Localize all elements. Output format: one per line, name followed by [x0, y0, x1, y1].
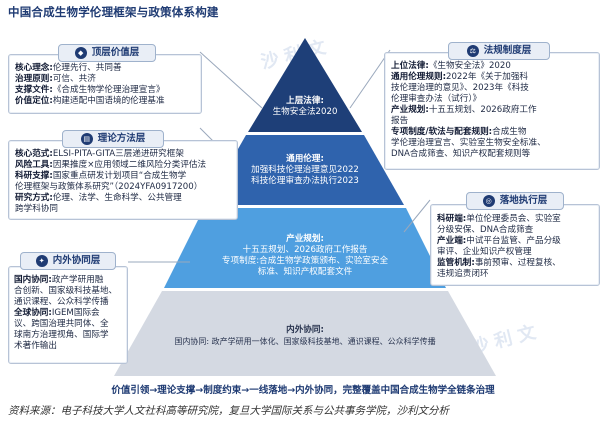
tier-middle-line: 标准、知识产权配套文件 [257, 267, 353, 277]
theory-panel-header: ▤理论方法层 [62, 130, 164, 148]
coop-item: 国内协同:政产学研用融 [14, 275, 104, 285]
theory-item: 科研支撑:国家重点研发计划项目“合成生物学 [15, 171, 187, 181]
book-icon: ▤ [80, 132, 93, 145]
law-panel: 上位法律:《生物安全法》2020 通用伦理规则:2022年《关于加强科 技伦理治… [384, 52, 600, 170]
value-item: 价值定位:构建适配中国语境的伦理基准 [15, 96, 165, 106]
tier-middle-line: 专项制度:合成生物学政策颁布、实验室安全 [221, 256, 389, 266]
impl-item: 科研端:单位伦理委员会、实验室 [437, 214, 561, 224]
impl-item: 分级安保、DNA合成筛查 [437, 225, 534, 235]
pyramid-tier-upper [206, 135, 404, 205]
tier-middle-name: 产业规划: [286, 234, 324, 244]
tier-top-label: 上层法律: 生物安全法2020 [248, 96, 362, 118]
theory-item: 跨学科协同 [15, 204, 58, 214]
page-title: 中国合成生物学伦理框架与政策体系构建 [8, 5, 219, 19]
theory-panel: 核心范式:ELSI-PITA-GITA三层递进研究框架 风险工具:因果推度×应用… [8, 140, 238, 220]
impl-item: 违规追责闭环 [437, 269, 489, 279]
law-item: 技伦理治理的意见》、2023年《科技 [391, 83, 529, 93]
pyramid-tier-middle [164, 208, 446, 288]
impl-item: 审评、企业知识产权管理 [437, 247, 532, 257]
tier-upper-line: 科技伦理审查办法执行2023 [251, 176, 359, 186]
value-item: 治理原则:可信、共济 [15, 74, 96, 84]
law-item: 伦理审查办法（试行）》 [391, 94, 482, 104]
coop-item: 合创新、国家级科技基地、 [14, 286, 118, 296]
tier-top-name: 上层法律: [286, 96, 324, 106]
coop-panel-header: ✦内外协同层 [20, 252, 116, 270]
coop-item: 通识课程、公众科学传播 [14, 297, 109, 307]
coop-item: 全球协同:IGEM国际会 [14, 308, 100, 318]
theory-item: 风险工具:因果推度×应用领域二维风险分类评估法 [15, 160, 207, 170]
impl-panel-header: ◎落地执行层 [466, 192, 564, 210]
law-item: 上位法律:《生物安全法》2020 [391, 61, 511, 71]
tier-upper-name: 通用伦理: [286, 154, 324, 164]
law-item: 产业规划:十五五规划、2026政府工作 [391, 105, 537, 115]
law-item: 报告 [391, 116, 409, 126]
tier-middle-line: 十五五规划、2026政府工作报告 [242, 245, 368, 255]
impl-item: 监管机制:事前预审、过程复核、 [437, 258, 561, 268]
law-item: 学伦理治理宣言、实验室生物安全标准、 [391, 138, 546, 148]
tier-middle-label: 产业规划: 十五五规划、2026政府工作报告 专项制度:合成生物学政策颁布、实验… [184, 234, 426, 278]
value-item: 核心理念:伦理先行、共同善 [15, 63, 122, 73]
coop-item: 术著作输出 [14, 341, 57, 351]
source-note: 资料来源：电子科技大学人文社科高等研究院，复旦大学国际关系与公共事务学院，沙利文… [8, 405, 449, 417]
tier-upper-label: 通用伦理: 加强科技伦理治理意见2022 科技伦理审查办法执行2023 [206, 154, 404, 187]
coop-item: 球南方治理视角、国际学 [14, 330, 109, 340]
law-item: DNA合成筛查、知识产权配套规则等 [391, 149, 531, 159]
impl-item: 产业端:中试平台监管、产品分级 [437, 236, 561, 246]
theory-item: 研究方式:伦理、法学、生命科学、公共管理 [15, 193, 182, 203]
shield-icon: ◆ [74, 46, 87, 59]
theory-item: 核心范式:ELSI-PITA-GITA三层递进研究框架 [15, 149, 184, 159]
value-item: 支撑文件:《合成生物学伦理治理宣言》 [15, 85, 165, 95]
coop-panel: 国内协同:政产学研用融 合创新、国家级科技基地、 通识课程、公众科学传播 全球协… [8, 266, 128, 364]
tier-top-line: 生物安全法2020 [272, 107, 338, 117]
impl-panel: 科研端:单位伦理委员会、实验室 分级安保、DNA合成筛查 产业端:中试平台监管、… [430, 204, 600, 286]
law-item: 通用伦理规则:2022年《关于加强科 [391, 72, 529, 82]
tier-bottom-name: 内外协同: [286, 325, 324, 335]
law-panel-header: ⚖法规制度层 [448, 42, 550, 60]
summary-flow: 价值引领→理论支撑→制度约束→一线落地→内外协同，完整覆盖中国合成生物学全链条治… [111, 385, 495, 396]
handshake-icon: ✦ [35, 254, 48, 267]
tier-bottom-label: 内外协同: 国内协同: 政产学研用一体化、国家级科技基地、通识课程、公众科学传播 [140, 325, 470, 347]
value-panel: 核心理念:伦理先行、共同善 治理原则:可信、共济 支撑文件:《合成生物学伦理治理… [8, 54, 202, 114]
pyramid-tier-bottom [114, 291, 496, 376]
coop-item: 议、跨国治理共同体、全 [14, 319, 109, 329]
tier-bottom-line: 国内协同: 政产学研用一体化、国家级科技基地、通识课程、公众科学传播 [174, 337, 436, 346]
gavel-icon: ⚖ [466, 44, 479, 57]
value-panel-header: ◆顶层价值层 [58, 44, 156, 62]
target-icon: ◎ [482, 194, 495, 207]
law-item: 专项制度/软法与配套规则:合成生物 [391, 127, 527, 137]
tier-upper-line: 加强科技伦理治理意见2022 [251, 165, 359, 175]
pyramid-tier-top [248, 38, 362, 132]
theory-item: 伦理框架与政策体系研究”（2024YFA0917200） [15, 182, 203, 192]
